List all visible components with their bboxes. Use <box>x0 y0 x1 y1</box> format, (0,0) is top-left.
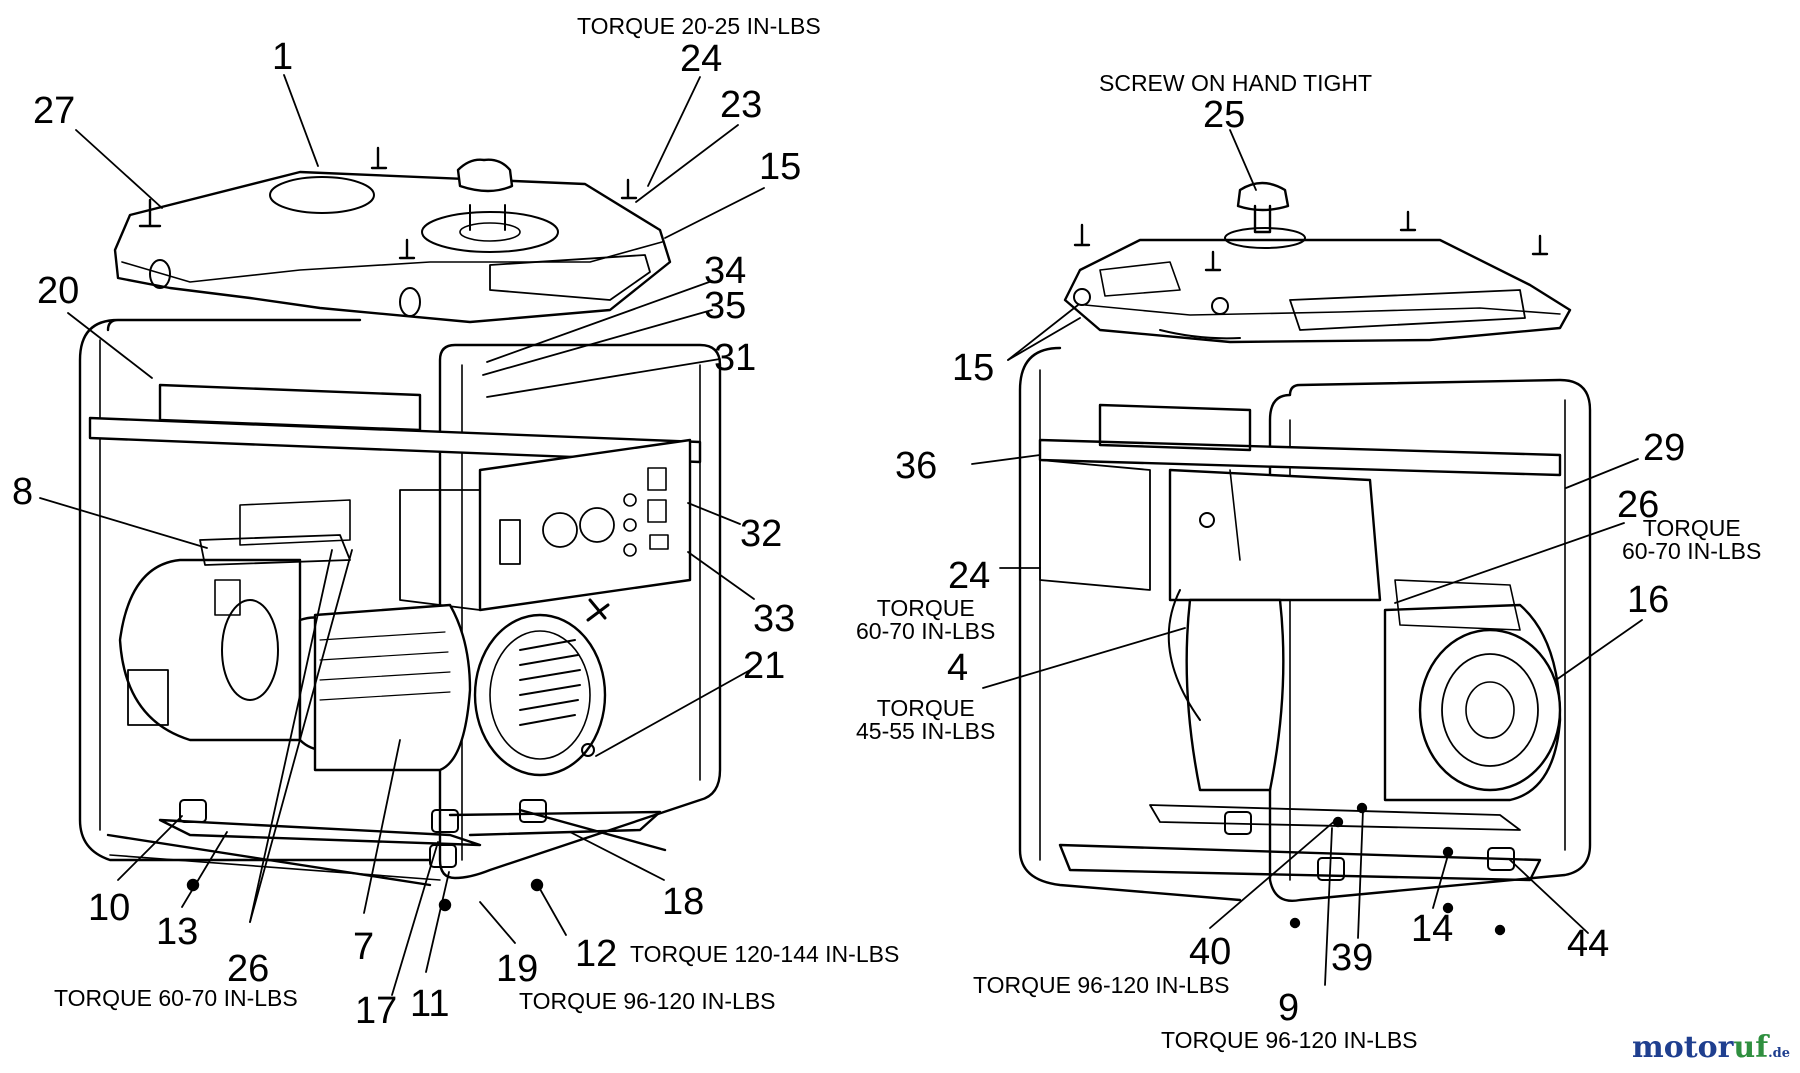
callout-right-16: 16 <box>1627 579 1670 621</box>
left-base <box>158 799 667 912</box>
note-torque-60-70-bottom: TORQUE 60-70 IN-LBS <box>54 985 298 1011</box>
right-base <box>1058 802 1542 936</box>
callout-left-10: 10 <box>88 887 131 929</box>
callout-right-9: 9 <box>1278 987 1300 1029</box>
callout-left-8: 8 <box>12 471 34 513</box>
callout-right-36: 36 <box>895 445 938 487</box>
note-torque-96-120-a: TORQUE 96-120 IN-LBS <box>519 988 776 1014</box>
note-torque-60-70-mid: TORQUE 60-70 IN-LBS <box>856 595 996 644</box>
logo-text-suffix: .de <box>1768 1046 1790 1061</box>
callout-left-23: 23 <box>720 84 763 126</box>
right-fuel-tank <box>1063 181 1572 344</box>
callout-right-26: 26 <box>1617 484 1660 526</box>
note-screw-on-hand-tight: SCREW ON HAND TIGHT <box>1099 70 1373 96</box>
callout-left-17: 17 <box>355 990 398 1032</box>
right-generator-drawing <box>1018 181 1592 936</box>
note-torque-60-70-right: TORQUE 60-70 IN-LBS <box>1622 515 1762 564</box>
callout-left-31: 31 <box>714 337 757 379</box>
callout-right-15: 15 <box>952 347 995 389</box>
left-generator-drawing <box>78 146 722 912</box>
note-torque-96-120-b: TORQUE 96-120 IN-LBS <box>973 972 1230 998</box>
left-engine <box>118 499 610 777</box>
note-torque-120-144: TORQUE 120-144 IN-LBS <box>630 941 900 967</box>
left-control-panel <box>88 383 702 612</box>
callout-right-4: 4 <box>947 647 969 689</box>
callout-left-15: 15 <box>759 146 802 188</box>
right-engine <box>1038 403 1562 802</box>
logo-text-main: motor <box>1631 1030 1734 1065</box>
callout-left-35: 35 <box>704 285 747 327</box>
callout-right-39: 39 <box>1331 937 1374 979</box>
note-torque-45-55: TORQUE 45-55 IN-LBS <box>856 695 996 744</box>
callout-left-18: 18 <box>662 881 705 923</box>
callout-left-12: 12 <box>575 933 618 975</box>
motoruf-logo: motoruf.de <box>1632 1030 1790 1065</box>
callout-left-21: 21 <box>743 645 786 687</box>
note-torque-20-25: TORQUE 20-25 IN-LBS <box>577 13 821 39</box>
callout-right-29: 29 <box>1643 427 1686 469</box>
logo-text-accent: uf <box>1733 1030 1769 1065</box>
callout-left-26: 26 <box>227 948 270 990</box>
callout-left-24: 24 <box>680 38 723 80</box>
callout-left-7: 7 <box>353 926 375 968</box>
callout-right-44: 44 <box>1567 923 1610 965</box>
callout-left-34: 34 <box>704 250 747 292</box>
callout-left-19: 19 <box>496 948 539 990</box>
callout-right-24: 24 <box>948 555 991 597</box>
callout-left-11: 11 <box>410 983 450 1025</box>
leader-lines <box>39 74 1643 996</box>
callout-left-1: 1 <box>272 36 294 78</box>
callout-left-32: 32 <box>740 513 783 555</box>
left-fuel-tank <box>113 146 672 324</box>
callout-left-13: 13 <box>156 911 199 953</box>
callout-left-27: 27 <box>33 90 76 132</box>
callout-right-40: 40 <box>1189 931 1232 973</box>
note-torque-96-120-c: TORQUE 96-120 IN-LBS <box>1161 1027 1418 1053</box>
callout-right-14: 14 <box>1411 908 1454 950</box>
callout-left-33: 33 <box>753 598 796 640</box>
callout-left-20: 20 <box>37 270 80 312</box>
callout-right-25: 25 <box>1203 94 1246 136</box>
